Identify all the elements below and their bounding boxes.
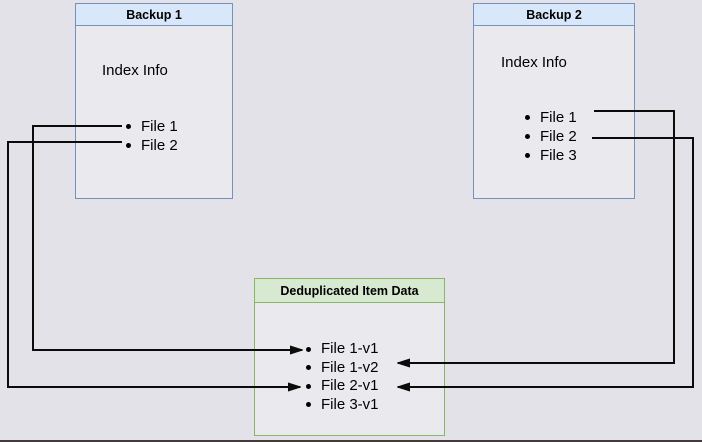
file-list-item: File 2-v1 (306, 377, 379, 396)
file-list-item: File 1 (126, 117, 178, 136)
backup2-index-info-label: Index Info (501, 54, 567, 71)
file-list-item: File 1 (525, 108, 577, 127)
window-bottom-edge (0, 440, 702, 442)
file-list-item: File 2 (525, 127, 577, 146)
backup1-index-info-label: Index Info (102, 62, 168, 79)
deduplicated-item-data-title: Deduplicated Item Data (255, 279, 444, 303)
backup2-title: Backup 2 (474, 4, 634, 26)
file-list-item: File 2 (126, 136, 178, 155)
file-list-item: File 3-v1 (306, 396, 379, 415)
file-list-item: File 1-v2 (306, 359, 379, 378)
backup1-title: Backup 1 (76, 4, 232, 26)
file-list-item: File 3 (525, 146, 577, 165)
file-list-item: File 1-v1 (306, 340, 379, 359)
